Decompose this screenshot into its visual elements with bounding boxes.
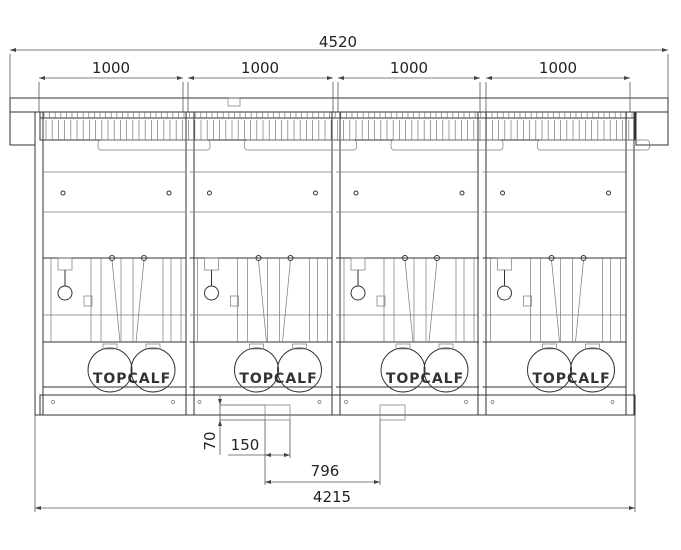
bolt: [313, 190, 318, 196]
brand-label: TOPCALF: [93, 371, 171, 387]
dim-base-height: 70: [201, 431, 219, 450]
bucket: [87, 347, 133, 393]
valve-block: [497, 257, 512, 271]
dim-opening-width: 150: [231, 436, 260, 454]
brand-label: TOPCALF: [239, 371, 317, 387]
rod-pivot: [580, 255, 587, 261]
roof-right-overhang: [635, 111, 669, 146]
rod: [575, 259, 584, 343]
hutch-structure: [9, 97, 669, 421]
bucket: [380, 347, 426, 393]
brand-label: TOPCALF: [532, 371, 610, 387]
bucket-clip: [395, 343, 411, 350]
rod: [404, 259, 414, 343]
valve-block: [350, 257, 366, 271]
dimension-lines: [9, 48, 669, 512]
rod: [282, 259, 291, 343]
hutch-module: TOPCALF: [189, 139, 357, 404]
rod-pivot: [255, 255, 262, 261]
dim-opening-spacing: 796: [311, 462, 340, 480]
brand-label: TOPCALF: [386, 371, 464, 387]
bucket: [527, 347, 572, 393]
bucket-clip: [249, 343, 264, 350]
roof-bracket: [97, 139, 211, 151]
base-opening-2: [379, 404, 406, 421]
rod-pivot: [548, 255, 555, 261]
bolt: [459, 190, 465, 196]
hutch-module: TOPCALF: [43, 139, 211, 404]
bucket: [277, 347, 322, 393]
bucket-clip: [542, 343, 557, 350]
hutch-module: TOPCALF: [336, 139, 504, 404]
latch: [376, 295, 386, 307]
bolt: [606, 190, 611, 196]
bucket-clip: [438, 343, 454, 350]
roof-left-overhang: [9, 111, 36, 146]
opening-width-arrow: [265, 453, 290, 457]
latch: [523, 295, 532, 307]
bucket: [234, 347, 279, 393]
bucket-clip: [292, 343, 307, 350]
post: [477, 111, 487, 416]
base-beam: [39, 394, 636, 416]
latch: [83, 295, 93, 307]
base-bolt: [197, 400, 202, 404]
roof-band: [9, 97, 669, 113]
base-bolt: [171, 400, 175, 404]
post: [34, 111, 44, 416]
feeder-ring: [57, 285, 73, 301]
dim-module-width-3: 1000: [390, 59, 428, 77]
rod-pivot: [141, 255, 147, 261]
bolt: [353, 190, 359, 196]
feeder-ring: [204, 285, 219, 301]
hutch-modules: TOPCALF TOPCALF TOPCALF TOPCALF: [43, 139, 650, 404]
dim-overall-width: 4520: [319, 33, 357, 51]
base-height-arrow: [218, 399, 222, 426]
feeder-ring: [350, 285, 366, 301]
dim-base-width: 4215: [313, 488, 351, 506]
base-bolt: [344, 400, 348, 404]
bucket-clip: [102, 343, 118, 350]
bolt: [166, 190, 172, 196]
base-opening-1: [264, 404, 291, 421]
base-bolt: [317, 400, 322, 404]
roof-bracket: [390, 139, 504, 151]
dim-module-width-2: 1000: [241, 59, 279, 77]
post: [625, 111, 635, 416]
base-bolt: [464, 400, 468, 404]
roof-vent: [227, 97, 241, 107]
bucket-clip: [145, 343, 161, 350]
dim-module-width-1: 1000: [92, 59, 130, 77]
bucket: [423, 347, 469, 393]
bucket-clip: [585, 343, 600, 350]
roof-bracket: [537, 139, 650, 151]
base-bolt: [610, 400, 615, 404]
bucket: [130, 347, 176, 393]
dim-module-width-4: 1000: [539, 59, 577, 77]
rod-pivot: [109, 255, 115, 261]
post: [185, 111, 195, 416]
latch: [230, 295, 239, 307]
bolt: [207, 190, 212, 196]
rod: [428, 259, 438, 343]
rod: [551, 259, 560, 343]
bolt: [500, 190, 505, 196]
rod: [258, 259, 267, 343]
valve-block: [57, 257, 73, 271]
bucket: [570, 347, 615, 393]
base-bolt: [51, 400, 55, 404]
bolt: [60, 190, 66, 196]
rod: [135, 259, 145, 343]
base-bolt: [490, 400, 495, 404]
rod-pivot: [434, 255, 440, 261]
hutch-module: TOPCALF: [482, 139, 650, 404]
valve-block: [204, 257, 219, 271]
feeder-ring: [497, 285, 512, 301]
rod-pivot: [402, 255, 408, 261]
rod-pivot: [287, 255, 294, 261]
post: [331, 111, 341, 416]
rod: [111, 259, 121, 343]
roof-bracket: [244, 139, 357, 151]
